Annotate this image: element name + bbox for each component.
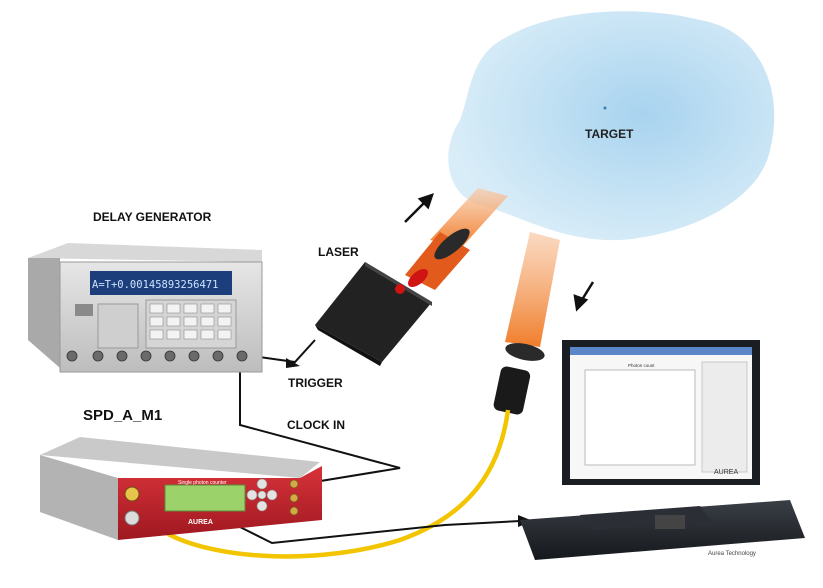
delay-display-text: A=T+0.00145893256471 (92, 279, 218, 291)
laptop (520, 340, 805, 560)
cable-usb (239, 520, 521, 545)
spd-brand: AUREA (188, 519, 213, 526)
target-center-dot (603, 106, 607, 110)
laser-beam-out (430, 188, 508, 247)
clock-in-label: CLOCK IN (287, 418, 345, 432)
spd-label: SPD_A_M1 (83, 407, 162, 424)
spd-device (40, 437, 322, 540)
spd-panel-title: Single photon counter (178, 480, 227, 486)
target-shape (448, 11, 775, 241)
laser-box (315, 262, 432, 366)
laptop-brand: AUREA (714, 469, 738, 476)
return-beam (505, 232, 560, 347)
laser-label: LASER (318, 245, 359, 259)
delay-generator (28, 243, 263, 373)
arrow-down-icon (573, 281, 595, 312)
detector-head (493, 343, 545, 415)
trigger-label: TRIGGER (288, 376, 343, 390)
delay-generator-label: DELAY GENERATOR (93, 210, 212, 224)
laptop-plot-title: Photon count (628, 363, 655, 368)
arrow-up-icon (404, 193, 434, 223)
target-label: TARGET (585, 127, 634, 141)
cable-clock (239, 360, 401, 487)
laser-emitter (405, 228, 470, 290)
credit-label: Aurea Technology (708, 551, 756, 557)
trigger-arrowhead (286, 358, 300, 368)
